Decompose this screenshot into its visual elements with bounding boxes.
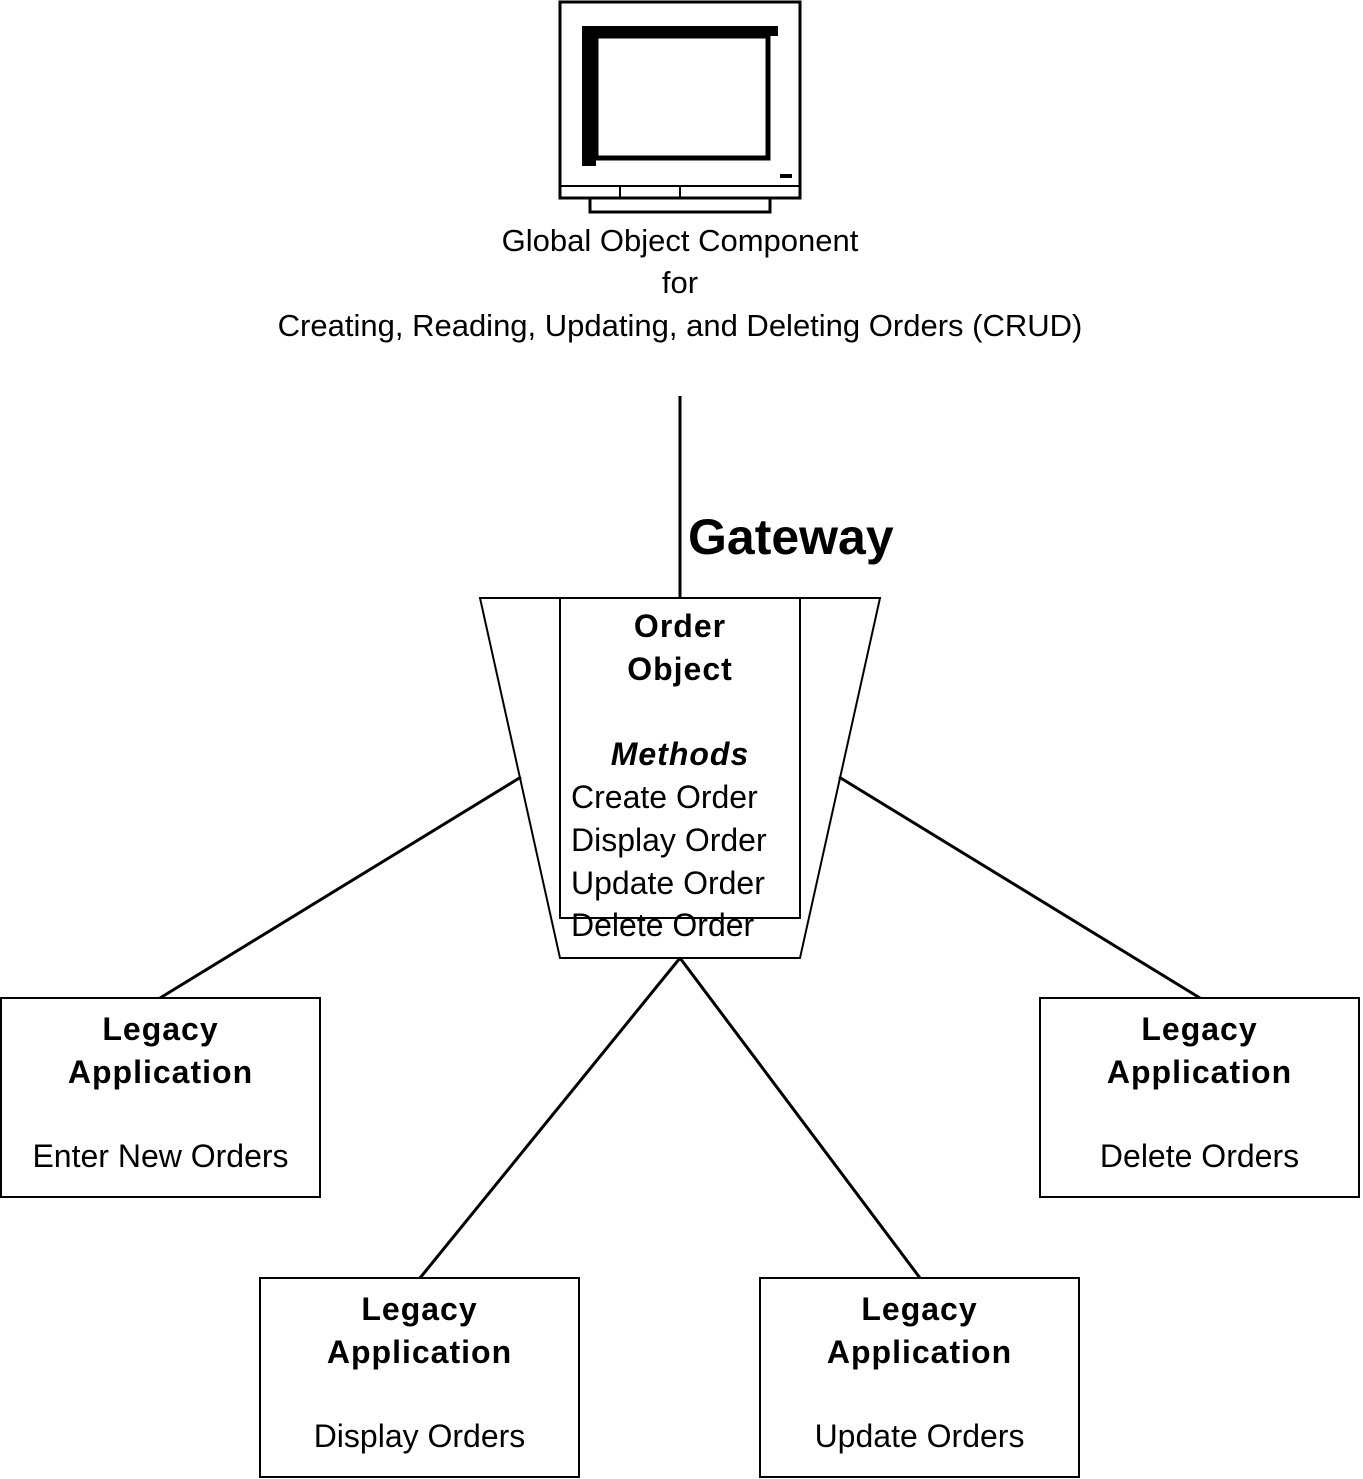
monitor-icon [558,0,802,214]
legacy-app-function: Delete Orders [1099,1138,1300,1174]
legacy-app-update-orders: Legacy Application Update Orders [759,1277,1080,1478]
legacy-app-function: Update Orders [814,1418,1025,1454]
connector-display-orders [418,957,682,1279]
component-caption-line2: for [661,265,699,300]
legacy-app-display-orders: Legacy Application Display Orders [259,1277,580,1478]
order-object-title-line1: Order [633,608,727,644]
method-delete-order: Delete Order [571,907,755,943]
legacy-app-title-line1: Legacy [861,1291,978,1327]
connector-enter-new-orders [159,775,522,1000]
order-object-box [559,597,801,919]
connector-update-orders [678,957,922,1279]
legacy-app-title-line1: Legacy [102,1011,219,1047]
method-create-order: Create Order [571,779,758,815]
gateway-label: Gateway [688,509,894,565]
legacy-app-title-line2: Application [326,1334,513,1370]
legacy-app-function: Enter New Orders [32,1138,289,1174]
legacy-app-title-line1: Legacy [361,1291,478,1327]
order-object-title-line2: Object [627,651,733,687]
method-display-order: Display Order [571,822,767,858]
method-update-order: Update Order [571,865,765,901]
legacy-app-enter-new-orders: Legacy Application Enter New Orders [0,997,321,1198]
methods-heading: Methods [610,736,750,772]
legacy-app-delete-orders: Legacy Application Delete Orders [1039,997,1360,1198]
component-caption-line1: Global Object Component [501,223,859,258]
legacy-app-title-line2: Application [1106,1054,1293,1090]
component-caption-line3: Creating, Reading, Updating, and Deletin… [277,308,1083,343]
legacy-app-title-line2: Application [67,1054,254,1090]
legacy-app-title-line1: Legacy [1141,1011,1258,1047]
connector-delete-orders [838,775,1201,1000]
legacy-app-title-line2: Application [826,1334,1013,1370]
legacy-app-function: Display Orders [313,1418,526,1454]
